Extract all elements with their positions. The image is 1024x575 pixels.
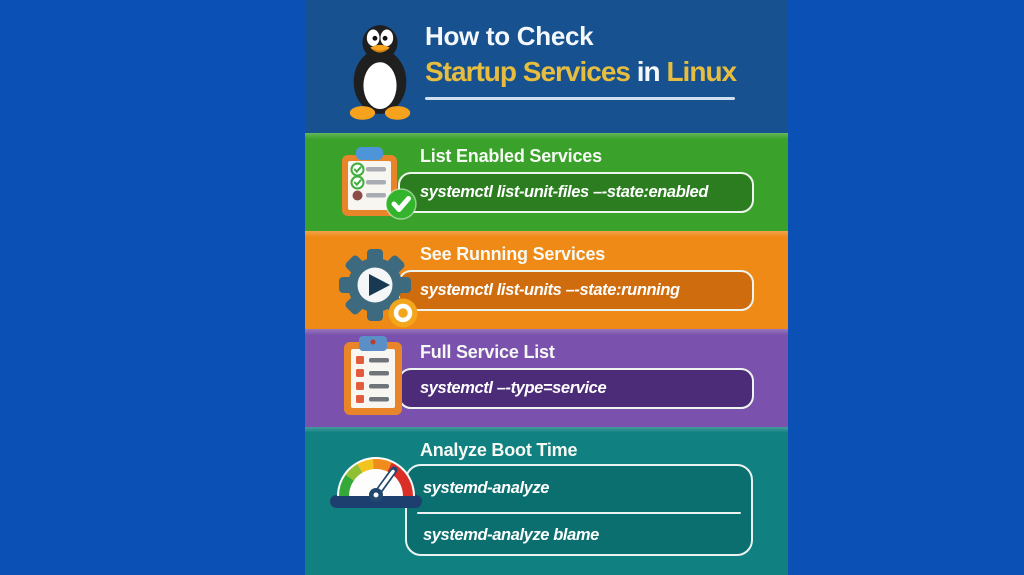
section-title: Analyze Boot Time: [420, 440, 578, 460]
title-part-linux: Linux: [666, 55, 737, 87]
section-title: Full Service List: [420, 342, 555, 362]
command-row: systemd-analyze: [407, 466, 751, 511]
tux-penguin-icon: [349, 25, 411, 120]
section-see-running-services: See Running Services systemctl list-unit…: [305, 231, 788, 329]
infographic-panel: How to Check Startup Services in Linux: [305, 0, 788, 575]
title-underline: [425, 97, 735, 101]
command-text: systemctl list-units –-state:running: [420, 281, 680, 299]
command-box: systemctl –-type=service: [398, 368, 754, 409]
speedometer-icon: [330, 457, 422, 508]
page-title-line1: How to Check: [425, 21, 594, 51]
command-box-double: systemd-analyze systemd-analyze blame: [405, 464, 753, 556]
command-row: systemd-analyze blame: [407, 513, 751, 558]
section-full-service-list: Full Service List systemctl –-type=servi…: [305, 329, 788, 427]
section-list-enabled-services: List Enabled Services systemctl list-uni…: [305, 133, 788, 231]
command-text: systemctl –-type=service: [420, 379, 607, 397]
page-title-line2: Startup Services in Linux: [425, 55, 737, 89]
command-text: systemd-analyze blame: [423, 526, 599, 544]
section-analyze-boot-time: Analyze Boot Time systemd-analyze system…: [305, 427, 788, 575]
command-divider: [417, 512, 741, 514]
command-text: systemd-analyze: [423, 479, 550, 497]
gear-play-icon: [339, 249, 418, 328]
title-part-startup-services: Startup Services: [425, 55, 631, 87]
command-box: systemctl list-unit-files –-state:enable…: [398, 172, 754, 213]
clipboard-checklist-icon: [342, 147, 417, 220]
section-title: List Enabled Services: [420, 146, 602, 166]
header-title-block: How to Check Startup Services in Linux: [425, 21, 737, 101]
section-title: See Running Services: [420, 244, 606, 264]
title-part-in: in: [630, 55, 667, 87]
clipboard-list-icon: [344, 336, 402, 415]
command-box: systemctl list-units –-state:running: [398, 270, 754, 311]
command-text: systemctl list-unit-files –-state:enable…: [420, 183, 709, 201]
header-section: How to Check Startup Services in Linux: [305, 0, 788, 133]
